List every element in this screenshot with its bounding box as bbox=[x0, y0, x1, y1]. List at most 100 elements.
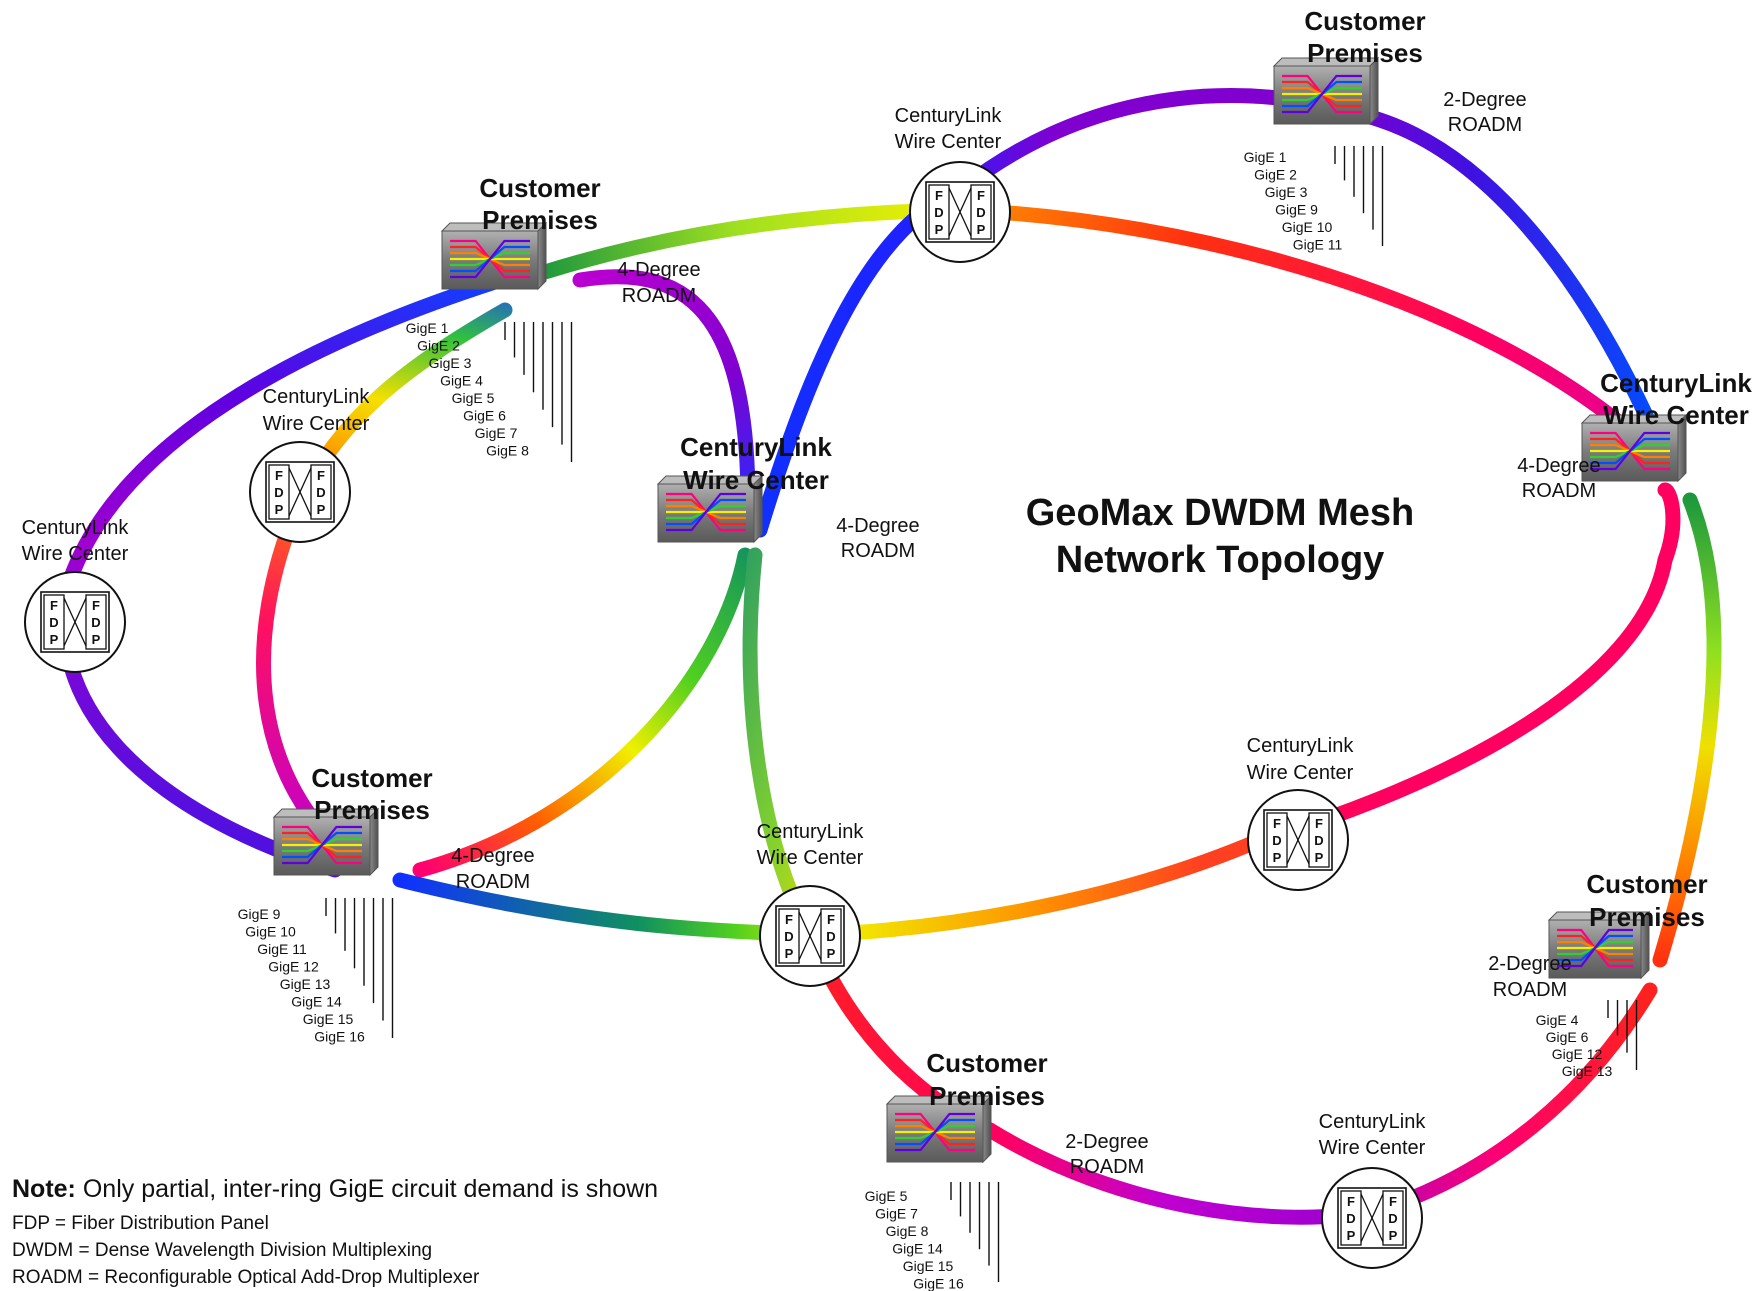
fiber-path bbox=[807, 937, 1658, 1225]
gige-label: GigE 6 bbox=[1546, 1029, 1589, 1045]
fdp-letter: F bbox=[92, 598, 100, 613]
fdp-letter: D bbox=[49, 615, 58, 630]
fdp-letter: F bbox=[1273, 816, 1281, 831]
wire-center-label: CenturyLink bbox=[1319, 1111, 1427, 1133]
fdp-letter: F bbox=[1315, 816, 1323, 831]
fiber-path bbox=[1652, 492, 1722, 968]
gige-label: GigE 14 bbox=[892, 1241, 943, 1257]
site-label-line1: CenturyLink bbox=[680, 432, 832, 462]
fdp-letter: F bbox=[1389, 1194, 1397, 1209]
degree-label: ROADM bbox=[1522, 480, 1596, 502]
fdp-letter: P bbox=[1273, 850, 1282, 865]
fdp-letter: D bbox=[934, 205, 943, 220]
fiber-path bbox=[952, 202, 1648, 448]
gige-label: GigE 16 bbox=[913, 1276, 964, 1291]
degree-label: ROADM bbox=[1070, 1156, 1144, 1178]
fdp-letter: F bbox=[785, 912, 793, 927]
degree-label: ROADM bbox=[1448, 114, 1522, 136]
wire-center-label: CenturyLink bbox=[22, 517, 130, 539]
fdp-letter: P bbox=[977, 222, 986, 237]
site-label-line1: Customer bbox=[1304, 6, 1425, 36]
fdp-letter: D bbox=[1388, 1211, 1397, 1226]
degree-label: 2-Degree bbox=[1488, 953, 1571, 975]
fdp-letter: F bbox=[977, 188, 985, 203]
site-label-line2: Premises bbox=[929, 1081, 1045, 1111]
gige-label: GigE 2 bbox=[1254, 167, 1297, 183]
site-label-line1: Customer bbox=[926, 1048, 1047, 1078]
gige-label: GigE 3 bbox=[429, 355, 472, 371]
fdp-letter: D bbox=[316, 485, 325, 500]
gige-label: GigE 5 bbox=[865, 1188, 908, 1204]
fdp-letter: P bbox=[935, 222, 944, 237]
site-label-line2: Premises bbox=[314, 795, 430, 825]
legend-line: FDP = Fiber Distribution Panel bbox=[12, 1213, 269, 1234]
degree-label: ROADM bbox=[1493, 979, 1567, 1001]
degree-label: 4-Degree bbox=[617, 259, 700, 281]
degree-label: ROADM bbox=[456, 871, 530, 893]
fdp-letter: D bbox=[1314, 833, 1323, 848]
fdp-letter: P bbox=[92, 632, 101, 647]
fdp-letter: D bbox=[826, 929, 835, 944]
fdp-letter: P bbox=[785, 946, 794, 961]
degree-label: 2-Degree bbox=[1443, 89, 1526, 111]
fdp-letter: D bbox=[1346, 1211, 1355, 1226]
wire-center-label: Wire Center bbox=[22, 543, 129, 565]
gige-label: GigE 10 bbox=[1282, 219, 1333, 235]
site-label-line2: Wire Center bbox=[1603, 400, 1749, 430]
gige-label: GigE 8 bbox=[486, 443, 529, 459]
fdp-letter: F bbox=[275, 468, 283, 483]
gige-label: GigE 15 bbox=[303, 1011, 354, 1027]
fdp-letter: F bbox=[827, 912, 835, 927]
gige-label: GigE 6 bbox=[463, 408, 506, 424]
degree-label: 4-Degree bbox=[451, 845, 534, 867]
gige-label: GigE 11 bbox=[1293, 237, 1343, 253]
gige-label: GigE 1 bbox=[406, 320, 449, 336]
gige-label: GigE 13 bbox=[1562, 1063, 1613, 1079]
gige-label: GigE 10 bbox=[245, 924, 296, 940]
fdp-letter: P bbox=[827, 946, 836, 961]
degree-label: 4-Degree bbox=[1517, 455, 1600, 477]
degree-label: 2-Degree bbox=[1065, 1131, 1148, 1153]
note: Note: Only partial, inter-ring GigE circ… bbox=[12, 1175, 658, 1204]
site-label-line1: CenturyLink bbox=[1600, 368, 1752, 398]
gige-label: GigE 7 bbox=[875, 1206, 918, 1222]
labels: Customer Premises 4-Degree ROADM Custome… bbox=[22, 6, 1753, 1178]
fdp-letter: P bbox=[1347, 1228, 1356, 1243]
gige-label: GigE 1 bbox=[1244, 149, 1287, 165]
roadm-device-icon bbox=[1580, 413, 1688, 483]
legend-line: ROADM = Reconfigurable Optical Add-Drop … bbox=[12, 1267, 480, 1288]
site-label-line1: Customer bbox=[1586, 869, 1707, 899]
site-label-line2: Premises bbox=[1307, 38, 1423, 68]
fdp-letter: P bbox=[1389, 1228, 1398, 1243]
fiber-path bbox=[572, 269, 756, 523]
fdp-letter: P bbox=[50, 632, 59, 647]
gige-label: GigE 7 bbox=[475, 425, 518, 441]
legend-line: DWDM = Dense Wavelength Division Multipl… bbox=[12, 1240, 433, 1261]
wire-center-label: CenturyLink bbox=[757, 821, 865, 843]
fiber-path bbox=[752, 88, 1678, 538]
legend: Note: Only partial, inter-ring GigE circ… bbox=[12, 1175, 658, 1291]
site-label-line2: Premises bbox=[1589, 902, 1705, 932]
note-label: Note: bbox=[12, 1175, 76, 1203]
degree-label: ROADM bbox=[841, 540, 915, 562]
fdp-letter: F bbox=[50, 598, 58, 613]
site-label-line2: Premises bbox=[482, 205, 598, 235]
site-label-line1: Customer bbox=[479, 173, 600, 203]
gige-label: GigE 3 bbox=[1265, 184, 1308, 200]
gige-label: GigE 15 bbox=[903, 1258, 954, 1274]
gige-label: GigE 8 bbox=[886, 1223, 929, 1239]
roadm-device-icon bbox=[1547, 910, 1651, 980]
fiber-path bbox=[412, 547, 753, 878]
note-text: Only partial, inter-ring GigE circuit de… bbox=[82, 1175, 659, 1203]
fiber-rings bbox=[57, 88, 1722, 1225]
fdp-letter: F bbox=[317, 468, 325, 483]
wire-center-label: Wire Center bbox=[757, 847, 864, 869]
